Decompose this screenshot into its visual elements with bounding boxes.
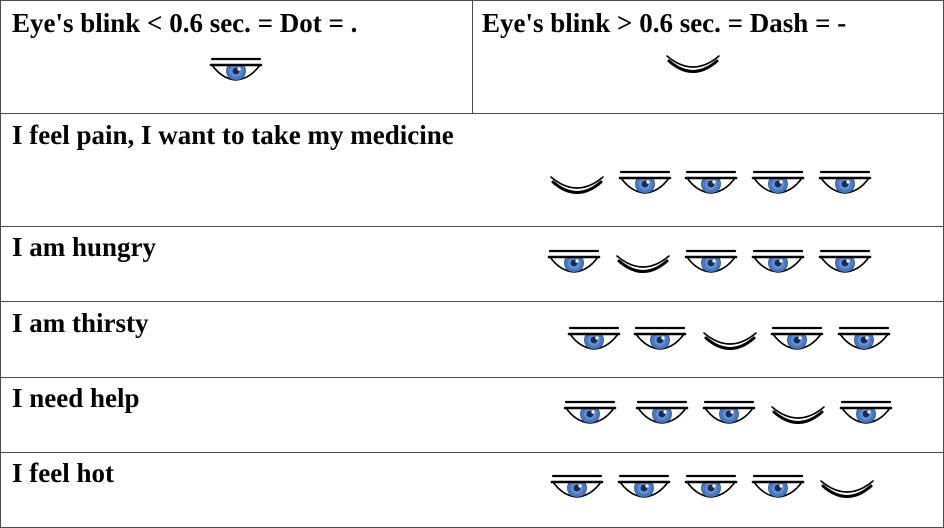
closed-eye-dash-icon [550,176,604,194]
closed-eye-dash-icon [703,332,757,350]
row-label: I feel hot [12,458,114,488]
row-divider [0,377,944,378]
legend-dash-eye-icon [666,55,720,73]
open-eye-dot-icon [818,170,872,194]
open-eye-dot-icon [684,249,738,273]
open-eye-dot-icon [617,474,671,498]
open-eye-dot-icon [751,474,805,498]
open-eye-dot-icon [684,474,738,498]
row-label: I feel pain, I want to take my medicine [12,120,454,150]
row-label: I am thirsty [12,308,149,338]
open-eye-dot-icon [550,474,604,498]
legend-divider [472,0,473,113]
row-divider [0,226,944,227]
closed-eye-dash-icon [771,406,825,424]
legend-dash-label: Eye's blink > 0.6 sec. = Dash = - [482,8,847,38]
row-divider [0,113,944,114]
row-label: I need help [12,383,140,413]
open-eye-dot-icon [751,249,805,273]
row-divider [0,301,944,302]
legend-dash-cell: Eye's blink > 0.6 sec. = Dash = - [472,0,944,113]
open-eye-dot-icon [751,170,805,194]
legend-dot-cell: Eye's blink < 0.6 sec. = Dot = . [0,0,472,113]
row-divider [0,452,944,453]
closed-eye-dash-icon [616,255,670,273]
closed-eye-dash-icon [820,480,874,498]
open-eye-dot-icon [547,249,601,273]
row-label: I am hungry [12,232,157,262]
open-eye-dot-icon [770,326,824,350]
open-eye-dot-icon [563,400,617,424]
open-eye-dot-icon [839,400,893,424]
open-eye-dot-icon [702,400,756,424]
open-eye-dot-icon [837,326,891,350]
open-eye-dot-icon [633,326,687,350]
open-eye-dot-icon [818,249,872,273]
legend-dot-label: Eye's blink < 0.6 sec. = Dot = . [12,8,358,38]
open-eye-dot-icon [684,170,738,194]
open-eye-dot-icon [567,326,621,350]
open-eye-dot-icon [618,170,672,194]
table-border-left [0,0,1,528]
legend-dot-eye-icon [209,57,263,81]
open-eye-dot-icon [635,400,689,424]
